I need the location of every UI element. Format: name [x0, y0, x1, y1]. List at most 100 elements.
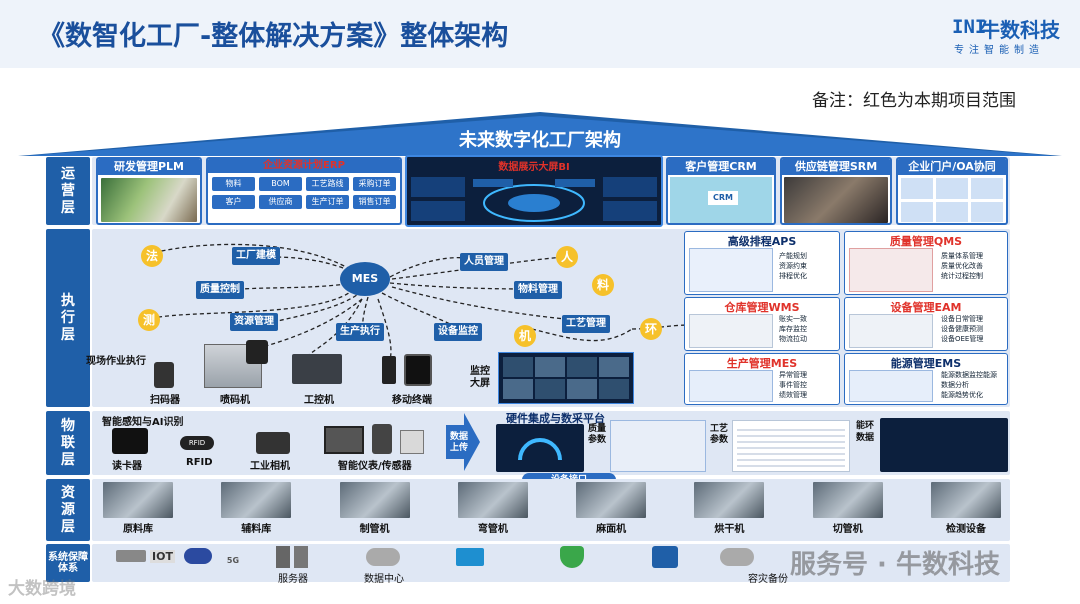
erp-item[interactable]: 供应商 — [259, 195, 302, 209]
erp-item[interactable]: 物料 — [212, 177, 255, 191]
lock-icon — [652, 546, 678, 568]
platform-gauge-image — [496, 424, 584, 472]
module-mes[interactable]: 生产管理MES 异常管理 事件管控 绩效管理 — [684, 353, 840, 405]
monitor-screen-label: 监控大屏 — [470, 366, 494, 390]
module-aps-image — [689, 248, 773, 292]
module-ems-image — [849, 370, 933, 402]
rfid-label: RFID — [186, 457, 213, 468]
module-aps-line: 产能规划 — [779, 252, 807, 261]
erp-item[interactable]: 生产订单 — [306, 195, 349, 209]
plm-title: 研发管理PLM — [98, 159, 200, 175]
server-icon — [294, 546, 308, 568]
resource-item[interactable]: 烘干机 — [687, 482, 771, 540]
layer-label-resource: 资源层 — [46, 479, 90, 541]
card-reader-icon — [112, 428, 148, 454]
erp-card[interactable]: 企业资源计划ERP 物料 BOM 工艺路线 采购订单 客户 供应商 生产订单 销… — [206, 157, 402, 225]
module-mes-line: 异常管理 — [779, 371, 807, 380]
circle-material: 料 — [592, 274, 614, 296]
module-aps-line: 资源约束 — [779, 262, 807, 271]
circle-law: 法 — [141, 245, 163, 267]
module-eam-line: 设备OEE管理 — [941, 335, 983, 344]
node-process-management[interactable]: 工艺管理 — [562, 315, 610, 333]
resource-item[interactable]: 制管机 — [333, 482, 417, 540]
module-wms-line: 账实一致 — [779, 315, 807, 324]
plm-card[interactable]: 研发管理PLM — [96, 157, 202, 225]
erp-item[interactable]: 销售订单 — [353, 195, 396, 209]
resource-item[interactable]: 弯管机 — [451, 482, 535, 540]
backup-label: 容灾备份 — [748, 570, 788, 585]
brand-mark-icon: INI — [952, 16, 976, 38]
card-reader-label: 读卡器 — [112, 457, 142, 472]
meter-sensor-label: 智能仪表/传感器 — [338, 457, 412, 472]
module-eam-line: 设备健康预测 — [941, 325, 983, 334]
mobile-terminal-label: 移动终端 — [392, 391, 432, 406]
signal-icon — [184, 548, 212, 564]
resource-item[interactable]: 切管机 — [806, 482, 890, 540]
erp-item[interactable]: BOM — [259, 177, 302, 191]
node-factory-modeling[interactable]: 工厂建模 — [232, 247, 280, 265]
node-staff-management[interactable]: 人员管理 — [460, 253, 508, 271]
iot-sense-label: 智能感知与AI识别 — [102, 413, 183, 428]
module-aps-title: 高级排程APS — [685, 233, 839, 249]
crm-card[interactable]: 客户管理CRM CRM — [666, 157, 776, 225]
resource-item-label: 麻面机 — [569, 520, 653, 535]
energy-env-label: 能环数据 — [856, 420, 878, 444]
module-ems[interactable]: 能源管理EMS 能源数据监控能源 数据分析 能源趋势优化 — [844, 353, 1008, 405]
resource-item[interactable]: 辅料库 — [214, 482, 298, 540]
erp-item[interactable]: 工艺路线 — [306, 177, 349, 191]
erp-item[interactable]: 客户 — [212, 195, 255, 209]
module-qms-image — [849, 248, 933, 292]
module-eam-line: 设备日常管理 — [941, 315, 983, 324]
bi-bigscreen-card[interactable]: 数据展示大屏BI — [405, 155, 663, 227]
module-qms[interactable]: 质量管理QMS 质量体系管理 质量优化改善 统计过程控制 — [844, 231, 1008, 295]
router-icon — [116, 550, 146, 562]
module-eam[interactable]: 设备管理EAM 设备日常管理 设备健康预测 设备OEE管理 — [844, 297, 1008, 351]
node-material-management[interactable]: 物料管理 — [514, 281, 562, 299]
oa-card[interactable]: 企业门户/OA协同 — [896, 157, 1008, 225]
srm-card[interactable]: 供应链管理SRM — [780, 157, 892, 225]
erp-grid: 物料 BOM 工艺路线 采购订单 客户 供应商 生产订单 销售订单 — [208, 173, 400, 213]
oa-title: 企业门户/OA协同 — [898, 159, 1006, 175]
erp-item[interactable]: 采购订单 — [353, 177, 396, 191]
resource-item-label: 制管机 — [333, 520, 417, 535]
module-wms[interactable]: 仓库管理WMS 账实一致 库存监控 物流拉动 — [684, 297, 840, 351]
node-resource-management[interactable]: 资源管理 — [230, 313, 278, 331]
datacenter-label: 数据中心 — [364, 570, 404, 585]
database-icon — [366, 548, 400, 566]
layer-label-text: 运营层 — [60, 166, 76, 217]
module-wms-image — [689, 314, 773, 348]
page-title: 《数智化工厂-整体解决方案》整体架构 — [38, 14, 508, 53]
gauge-icon — [400, 430, 424, 454]
module-aps[interactable]: 高级排程APS 产能规划 资源约束 排程优化 — [684, 231, 840, 295]
module-qms-line: 质量优化改善 — [941, 262, 983, 271]
resource-item[interactable]: 原料库 — [96, 482, 180, 540]
oa-tiles — [901, 178, 1003, 222]
resource-item[interactable]: 麻面机 — [569, 482, 653, 540]
mes-hub[interactable]: MES — [340, 262, 390, 296]
circle-measure: 测 — [138, 309, 160, 331]
module-ems-title: 能源管理EMS — [845, 355, 1007, 371]
crm-sign: CRM — [708, 191, 738, 205]
wifi-5g-icon: 5G — [220, 546, 246, 568]
handheld-icon — [382, 356, 396, 384]
circle-machine: 机 — [514, 325, 536, 347]
bi-dashboard-graphic — [407, 173, 661, 227]
node-quality-control[interactable]: 质量控制 — [196, 281, 244, 299]
scanner-label: 扫码器 — [150, 391, 180, 406]
module-mes-line: 事件管控 — [779, 381, 807, 390]
module-mes-line: 绩效管理 — [779, 391, 807, 400]
ipc-icon — [292, 354, 342, 384]
resource-item-image — [340, 482, 410, 518]
layer-label-execution: 执行层 — [46, 229, 90, 407]
resource-item-image — [103, 482, 173, 518]
erp-title: 企业资源计划ERP — [208, 159, 400, 173]
resource-item-image — [694, 482, 764, 518]
node-device-monitoring[interactable]: 设备监控 — [434, 323, 482, 341]
resource-row: 原料库辅料库制管机 弯管机麻面机 烘干机切管机检测设备 — [96, 482, 1008, 540]
monitor-screen-image — [498, 352, 634, 404]
rfid-tag-icon: RFID — [180, 436, 214, 450]
industrial-camera-label: 工业相机 — [250, 457, 290, 472]
resource-item[interactable]: 检测设备 — [924, 482, 1008, 540]
node-production-execution[interactable]: 生产执行 — [336, 323, 384, 341]
module-aps-line: 排程优化 — [779, 272, 807, 281]
